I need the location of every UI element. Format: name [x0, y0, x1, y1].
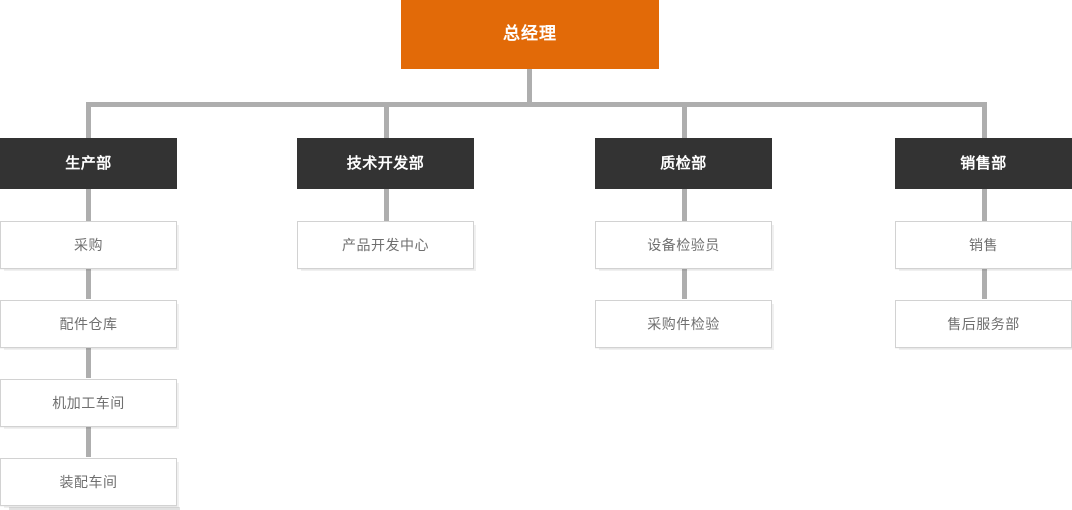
connector-col4-seg2: [982, 269, 987, 299]
node-sub-sales[interactable]: 销售: [895, 218, 1072, 273]
node-sub-purchased-parts-inspection-label: 采购件检验: [647, 315, 720, 332]
node-dept-technology-label: 技术开发部: [346, 154, 425, 172]
node-sub-parts-warehouse-label: 配件仓库: [59, 315, 118, 332]
node-sub-machining-workshop[interactable]: 机加工车间: [0, 376, 180, 431]
node-sub-product-development-center[interactable]: 产品开发中心: [297, 218, 477, 273]
node-dept-production[interactable]: 生产部: [0, 138, 177, 189]
node-sub-equipment-inspector[interactable]: 设备检验员: [595, 218, 775, 273]
connector-col3-seg1: [682, 189, 687, 221]
node-sub-sales-label: 销售: [969, 236, 998, 253]
node-root-label: 总经理: [503, 24, 557, 44]
connector-col1-seg3: [86, 348, 91, 378]
node-sub-purchased-parts-inspection[interactable]: 采购件检验: [595, 297, 775, 352]
connector-root-stem: [527, 69, 532, 107]
node-sub-purchasing[interactable]: 采购: [0, 218, 180, 273]
node-root-general-manager[interactable]: 总经理: [401, 0, 659, 69]
node-sub-after-sales-service[interactable]: 售后服务部: [895, 297, 1072, 352]
node-sub-machining-workshop-label: 机加工车间: [52, 394, 125, 411]
connector-col2-seg1: [384, 189, 389, 221]
connector-col1-seg1: [86, 189, 91, 221]
node-dept-quality-label: 质检部: [660, 154, 707, 172]
node-sub-parts-warehouse[interactable]: 配件仓库: [0, 297, 180, 352]
node-dept-quality[interactable]: 质检部: [595, 138, 772, 189]
node-sub-equipment-inspector-label: 设备检验员: [647, 236, 720, 253]
connector-col1-seg2: [86, 269, 91, 299]
node-sub-purchasing-label: 采购: [74, 236, 103, 253]
connector-drop-dept-3: [682, 102, 687, 140]
connector-drop-dept-4: [982, 102, 987, 140]
connector-drop-dept-2: [384, 102, 389, 140]
node-sub-after-sales-service-label: 售后服务部: [947, 315, 1020, 332]
node-dept-sales[interactable]: 销售部: [895, 138, 1072, 189]
node-dept-technology[interactable]: 技术开发部: [297, 138, 474, 189]
connector-drop-dept-1: [86, 102, 91, 140]
connector-horizontal-bus: [86, 102, 987, 107]
node-sub-assembly-workshop[interactable]: 装配车间: [0, 455, 180, 510]
node-sub-assembly-workshop-label: 装配车间: [59, 473, 118, 490]
connector-col4-seg1: [982, 189, 987, 221]
node-dept-production-label: 生产部: [65, 154, 112, 172]
connector-col3-seg2: [682, 269, 687, 299]
node-dept-sales-label: 销售部: [960, 154, 1007, 172]
connector-col1-seg4: [86, 427, 91, 457]
node-sub-product-development-center-label: 产品开发中心: [342, 236, 429, 253]
